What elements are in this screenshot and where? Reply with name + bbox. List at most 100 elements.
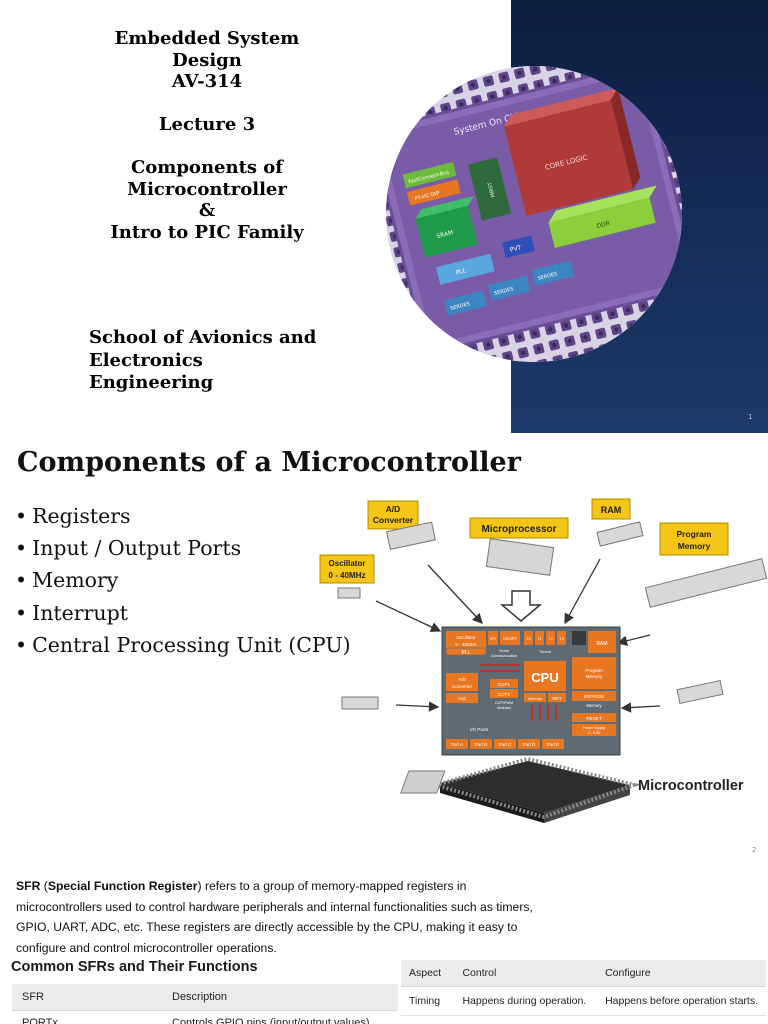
title-line: Microcontroller — [127, 178, 287, 200]
school-name: School of Avionics and Electronics Engin… — [89, 327, 316, 395]
title-line: Lecture 3 — [158, 114, 256, 135]
sfr-full-term: Special Function Register — [47, 879, 198, 893]
block-serdes: SERDES — [450, 301, 471, 312]
ram-chip-icon — [596, 521, 644, 547]
svg-text:RAM: RAM — [596, 641, 607, 647]
school-line: Electronics — [89, 349, 203, 371]
callout-oscillator: Oscillator 0 - 40MHz — [319, 554, 375, 599]
sfr-term: SFR — [16, 879, 41, 893]
svg-text:T2: T2 — [548, 636, 553, 641]
svg-text:Port E: Port E — [547, 742, 559, 747]
page-number: 1 — [748, 413, 753, 421]
slide-title: Embedded System Design AV-314 Lecture 3 … — [0, 0, 768, 433]
crystal-left-icon — [341, 696, 379, 710]
svg-text:Modules: Modules — [497, 706, 511, 710]
title-line: Embedded System — [114, 28, 300, 49]
sfr-description-text: ) refers to a group of memory-mapped reg… — [16, 879, 533, 955]
svg-text:Port C: Port C — [499, 742, 511, 747]
svg-text:Converter: Converter — [373, 515, 414, 525]
slide-sfr: SFR (Special Function Register) refers t… — [0, 865, 768, 1024]
school-line: School of Avionics and — [89, 327, 317, 348]
block-serdes: SERDES — [537, 271, 558, 282]
table-cell: Happens during operation. — [454, 986, 598, 1016]
table-cell: Happens before operation starts. — [597, 986, 766, 1016]
bullet-item: Central Processing Unit (CPU) — [15, 629, 351, 661]
svg-text:Memory: Memory — [678, 541, 711, 551]
svg-text:Microprocessor: Microprocessor — [481, 524, 556, 535]
svg-text:Port A: Port A — [451, 742, 463, 747]
block-pt-hc-tap: PT-HC-TAP — [414, 190, 440, 202]
block-ddr: DDR — [596, 220, 611, 230]
svg-text:T3: T3 — [559, 636, 564, 641]
sfr-description: SFR (Special Function Register) refers t… — [16, 876, 546, 958]
svg-text:I/O Ports: I/O Ports — [470, 727, 489, 732]
svg-text:Converter: Converter — [452, 684, 473, 689]
block-pvt: PVT — [509, 244, 522, 254]
adc-chip-icon — [386, 521, 436, 550]
page-number: 2 — [752, 846, 757, 854]
svg-text:Oscillator: Oscillator — [329, 559, 366, 568]
svg-text:USART: USART — [503, 636, 518, 641]
lecture-title: Embedded System Design AV-314 Lecture 3 … — [80, 28, 334, 243]
svg-text:SPI: SPI — [490, 636, 496, 641]
svg-text:CCP2: CCP2 — [498, 692, 511, 697]
school-line: Engineering — [89, 372, 214, 393]
title-line: AV-314 — [171, 71, 243, 92]
block-mbist: MBIST — [487, 181, 497, 198]
svg-text:Memory: Memory — [586, 703, 602, 708]
svg-text:Interrupt: Interrupt — [528, 697, 543, 701]
bus-arrows — [480, 664, 557, 721]
sfr-table: SFR Description PORTx Controls GPIO pins… — [12, 984, 398, 1024]
slide-title: Components of a Microcontroller — [17, 447, 521, 478]
paren-text: ( — [40, 879, 48, 893]
down-arrow-icon — [499, 590, 543, 622]
svg-text:Port B: Port B — [475, 742, 487, 747]
svg-text:Oscillator: Oscillator — [456, 635, 476, 640]
svg-text:CCP/PWM: CCP/PWM — [495, 701, 513, 705]
table-header-row: SFR Description — [12, 984, 398, 1011]
oscillator-icon — [337, 587, 361, 599]
svg-text:T0: T0 — [526, 636, 531, 641]
microcontroller-package-icon — [400, 756, 641, 823]
mcu-block-diagram: Oscillator 0 - 40MHz PLL SPI USART Seria… — [441, 626, 621, 756]
title-line: Design — [172, 49, 242, 71]
table-row: PORTx Controls GPIO pins (input/output v… — [12, 1011, 398, 1024]
title-line: Intro to PIC Family — [110, 221, 304, 243]
block-serdes: SERDES — [493, 286, 514, 297]
bullet-item: Memory — [15, 564, 351, 596]
svg-text:2 - 5.5V: 2 - 5.5V — [588, 731, 601, 735]
column-header: Configure — [597, 960, 766, 987]
table-row: Timing Happens during operation. Happens… — [401, 986, 766, 1016]
svg-text:EEPROM: EEPROM — [584, 694, 604, 699]
callout-program-memory: Program Memory — [644, 522, 768, 608]
callout-adc: A/D Converter — [367, 500, 436, 550]
microprocessor-chip-icon — [485, 538, 555, 576]
svg-text:RAM: RAM — [601, 505, 622, 515]
slide-components: Components of a Microcontroller Register… — [0, 433, 768, 865]
svg-text:Communication: Communication — [491, 654, 517, 658]
svg-text:Power Supply: Power Supply — [583, 726, 605, 730]
svg-text:T1: T1 — [537, 636, 542, 641]
arrows — [375, 558, 661, 713]
column-header: Aspect — [401, 960, 455, 987]
svg-text:A/D: A/D — [458, 677, 466, 682]
bullet-item: Input / Output Ports — [15, 532, 351, 564]
svg-text:Serial: Serial — [499, 649, 509, 653]
block-sram: SRAM — [436, 229, 454, 240]
svg-text:0 - 40MHz: 0 - 40MHz — [455, 642, 477, 647]
callout-ram: RAM — [591, 498, 644, 547]
table-cell: PORTx — [22, 1017, 58, 1024]
column-header: Description — [162, 984, 398, 1011]
control-vs-configure-table: Aspect Control Configure Timing Happens … — [401, 960, 766, 1016]
soc-chip-image: System On Chip CORE LOGIC FastConnect-Bu… — [386, 66, 682, 362]
svg-text:Program: Program — [677, 529, 712, 539]
bullet-item: Interrupt — [15, 597, 351, 629]
title-line: Components of — [130, 157, 284, 178]
svg-text:WDT: WDT — [552, 696, 562, 701]
block-pll: PLL — [455, 267, 467, 276]
table-cell: Controls GPIO pins (input/output values) — [172, 1017, 370, 1024]
column-header: Control — [454, 960, 598, 987]
soc-chip-illustration: System On Chip CORE LOGIC FastConnect-Bu… — [386, 66, 682, 362]
title-line: & — [198, 200, 216, 221]
section-heading: Common SFRs and Their Functions — [11, 959, 258, 975]
